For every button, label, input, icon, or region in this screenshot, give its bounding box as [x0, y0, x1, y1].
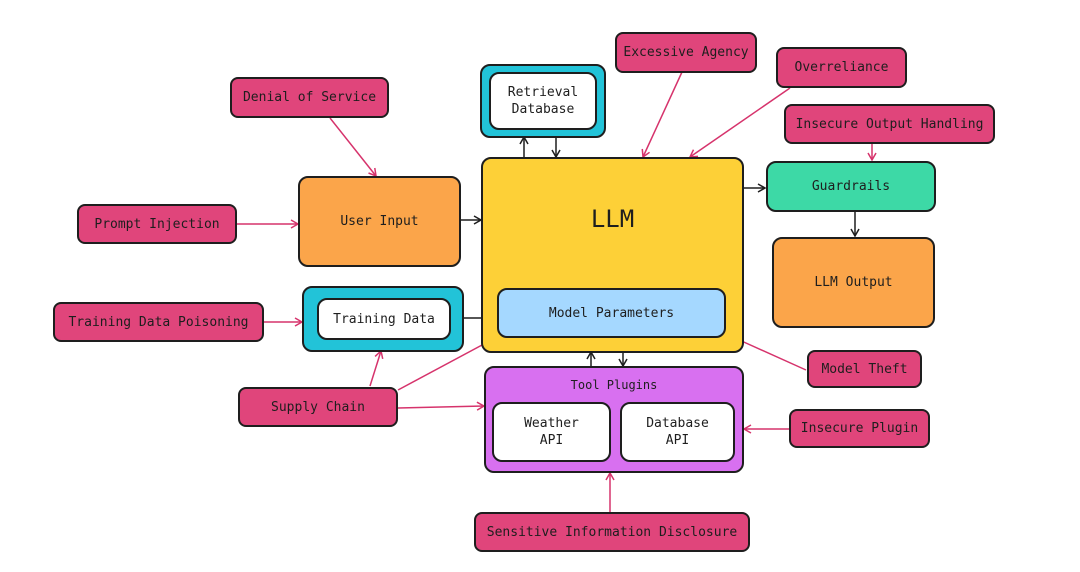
threat-insecure-output-handling: Insecure Output Handling	[784, 104, 995, 144]
threat-label: Training Data Poisoning	[68, 314, 249, 330]
threat-prompt-injection: Prompt Injection	[77, 204, 237, 244]
threat-excessive-agency: Excessive Agency	[615, 32, 757, 73]
user-input-label: User Input	[340, 214, 419, 229]
model-parameters-label: Model Parameters	[548, 305, 675, 321]
retrieval-database-box: Retrieval Database	[489, 72, 597, 130]
threat-label: Denial of Service	[242, 90, 377, 105]
threat-label: Model Theft	[821, 361, 908, 377]
llm-output-box: LLM Output	[772, 237, 935, 328]
tool-plugins-label: Tool Plugins	[570, 378, 658, 392]
training-data-label: Training Data	[333, 311, 435, 327]
arrow-overreliance-to-llm	[688, 87, 791, 158]
threat-label: Insecure Plugin	[800, 421, 919, 436]
threat-training-data-poisoning: Training Data Poisoning	[53, 302, 264, 342]
retrieval-database-label: Retrieval Database	[507, 85, 579, 117]
threat-label: Sensitive Information Disclosure	[486, 524, 738, 540]
arrow-dos-to-user-input	[329, 117, 377, 178]
threat-insecure-plugin: Insecure Plugin	[789, 409, 930, 448]
threat-label: Excessive Agency	[623, 45, 749, 60]
threat-label: Supply Chain	[271, 399, 365, 415]
arrow-excessive-agency-to-llm	[641, 71, 683, 159]
model-parameters-box: Model Parameters	[497, 288, 726, 338]
weather-api-label: Weather API	[524, 416, 579, 448]
training-data-box: Training Data	[317, 298, 451, 340]
database-api-box: Database API	[620, 402, 735, 462]
llm-output-label: LLM Output	[814, 275, 893, 290]
threat-label: Insecure Output Handling	[795, 116, 984, 132]
threat-supply-chain: Supply Chain	[238, 387, 398, 427]
threat-sensitive-information-disclosure: Sensitive Information Disclosure	[474, 512, 750, 552]
database-api-label: Database API	[646, 416, 709, 448]
threat-label: Overreliance	[794, 60, 889, 75]
threat-overreliance: Overreliance	[776, 47, 907, 88]
arrow-supply-chain-to-training-data	[369, 349, 384, 387]
guardrails-label: Guardrails	[811, 179, 891, 194]
user-input-box: User Input	[298, 176, 461, 267]
arrow-supply-chain-to-model-parameters	[397, 336, 499, 391]
arrow-supply-chain-to-plugins	[397, 401, 486, 411]
guardrails-box: Guardrails	[766, 161, 936, 212]
weather-api-box: Weather API	[492, 402, 611, 462]
llm-label: LLM	[590, 205, 635, 233]
threat-label: Prompt Injection	[94, 216, 220, 232]
threat-denial-of-service: Denial of Service	[230, 77, 389, 118]
threat-model-theft: Model Theft	[807, 350, 922, 388]
